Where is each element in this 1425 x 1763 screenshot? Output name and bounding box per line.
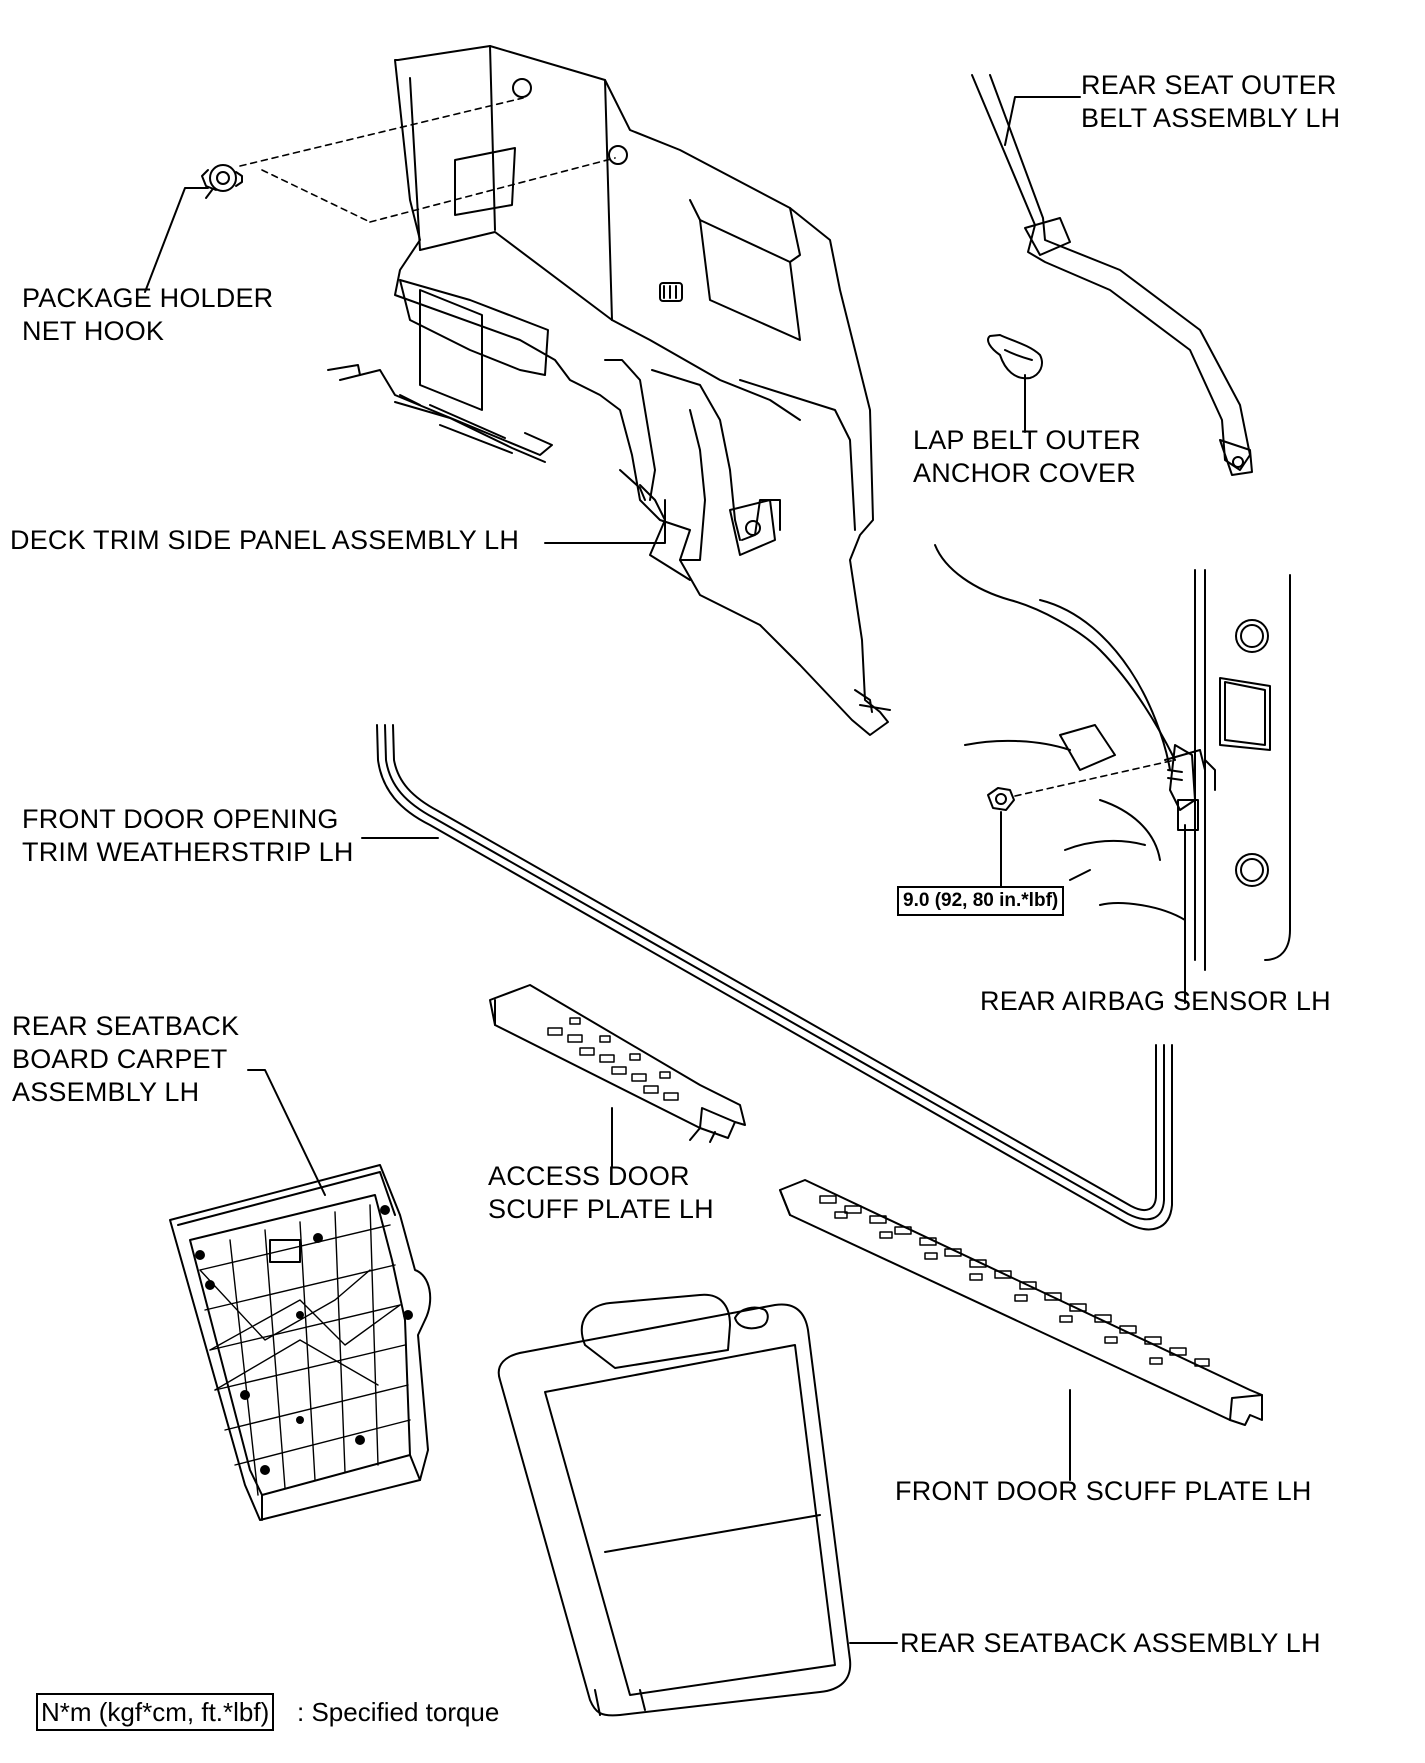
label-line: PACKAGE HOLDER (22, 283, 274, 313)
torque-nut-part (987, 787, 1015, 811)
label-line: REAR SEATBACK (12, 1011, 240, 1041)
label-access-door-scuff-plate: ACCESS DOOR SCUFF PLATE LH (488, 1160, 714, 1226)
label-package-holder-net-hook: PACKAGE HOLDER NET HOOK (22, 282, 273, 348)
label-line: ANCHOR COVER (913, 458, 1136, 488)
front-door-scuff-plate-part (779, 1179, 1263, 1426)
label-line: NET HOOK (22, 316, 165, 346)
package-holder-net-hook-part (201, 164, 243, 199)
legend-description: : Specified torque (297, 1697, 500, 1727)
front-door-opening-weatherstrip-part (376, 724, 1173, 1231)
rear-seatback-assembly-part (497, 1293, 852, 1717)
rear-seatback-board-carpet-part (169, 1164, 432, 1521)
label-line: REAR SEAT OUTER (1081, 70, 1337, 100)
access-door-scuff-plate-part (489, 984, 746, 1143)
label-front-door-opening-weatherstrip: FRONT DOOR OPENING TRIM WEATHERSTRIP LH (22, 803, 354, 869)
label-line: BELT ASSEMBLY LH (1081, 103, 1341, 133)
label-line: TRIM WEATHERSTRIP LH (22, 837, 354, 867)
deck-trim-side-panel-part (327, 45, 891, 736)
label-line: ASSEMBLY LH (12, 1077, 200, 1107)
label-lap-belt-outer-anchor-cover: LAP BELT OUTER ANCHOR COVER (913, 424, 1141, 490)
label-line: LAP BELT OUTER (913, 425, 1141, 455)
body-pillar-area (934, 544, 1291, 971)
leader-lines (144, 96, 1186, 1644)
label-line: ACCESS DOOR (488, 1161, 690, 1191)
lap-belt-outer-anchor-cover-part (987, 334, 1043, 380)
label-rear-seatback-assembly: REAR SEATBACK ASSEMBLY LH (900, 1628, 1321, 1658)
label-rear-airbag-sensor: REAR AIRBAG SENSOR LH (980, 986, 1331, 1016)
sensor-nut-dashed-leader (1014, 759, 1176, 797)
torque-spec-box: 9.0 (92, 80 in.*lbf) (897, 886, 1065, 916)
label-rear-seat-outer-belt: REAR SEAT OUTER BELT ASSEMBLY LH (1081, 69, 1340, 135)
label-rear-seatback-board-carpet: REAR SEATBACK BOARD CARPET ASSEMBLY LH (12, 1010, 239, 1109)
label-front-door-scuff-plate: FRONT DOOR SCUFF PLATE LH (895, 1476, 1312, 1506)
rear-seat-outer-belt-part (971, 74, 1253, 476)
label-line: SCUFF PLATE LH (488, 1194, 714, 1224)
label-line: BOARD CARPET (12, 1044, 228, 1074)
label-line: FRONT DOOR OPENING (22, 804, 339, 834)
net-hook-dashed-leader (239, 97, 616, 223)
legend-unit-box: N*m (kgf*cm, ft.*lbf) (36, 1693, 275, 1731)
label-deck-trim-side-panel: DECK TRIM SIDE PANEL ASSEMBLY LH (10, 525, 520, 555)
